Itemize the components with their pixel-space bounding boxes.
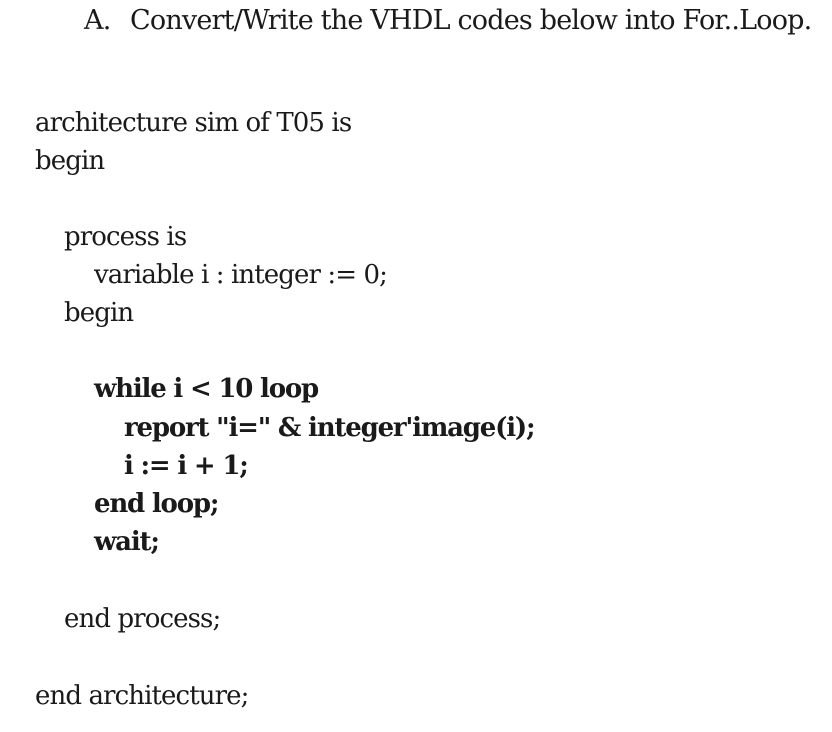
code-line-end-loop: end loop; [94, 489, 219, 519]
code-line-end-architecture: end architecture; [35, 681, 249, 711]
question-heading: A. Convert/Write the VHDL codes below int… [84, 0, 812, 42]
code-line-variable: variable i : integer := 0; [94, 260, 388, 290]
code-line-architecture: architecture sim of T05 is [35, 108, 352, 138]
code-line-begin-inner: begin [64, 298, 134, 328]
code-line-begin-outer: begin [35, 146, 105, 176]
code-line-wait: wait; [94, 527, 160, 557]
code-line-process: process is [64, 222, 187, 252]
code-line-while: while i < 10 loop [94, 374, 319, 404]
question-number: A. [84, 5, 111, 36]
question-text: Convert/Write the VHDL codes below into … [130, 5, 812, 36]
code-line-end-process: end process; [64, 604, 221, 634]
code-line-increment: i := i + 1; [124, 451, 249, 481]
code-line-report: report "i=" & integer'image(i); [124, 413, 536, 443]
